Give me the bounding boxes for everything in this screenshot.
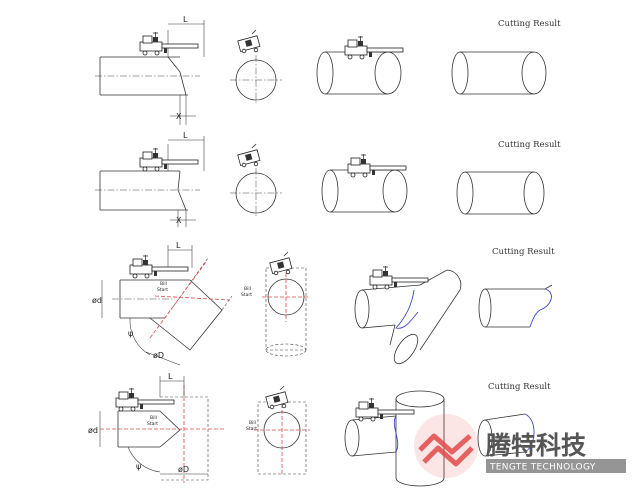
row-3-result-caption: Cutting Result (492, 247, 555, 257)
row-2: L X Cutting Result (95, 131, 561, 227)
row-1-offset-label: X (176, 112, 182, 121)
row-3-main-dia-label: øD (153, 351, 164, 360)
row-2-end-view (230, 143, 282, 218)
row-4-start-label-2: Start (147, 421, 158, 427)
company-name-en: TENGTE TECHNOLOGY (489, 463, 596, 473)
row-3-end-start-label-1: Bill (244, 286, 251, 292)
row-3-end-start-label-2: Start (241, 292, 252, 298)
row-3-side-view (101, 245, 233, 366)
row-3-start-label-2: Start (157, 287, 168, 293)
row-4-start-label-1: Bill (150, 415, 157, 421)
row-3-start-label-1: Bill (160, 281, 167, 287)
company-name-cn: 腾特科技 (486, 431, 586, 460)
row-4-angle-label: ψ (136, 462, 141, 471)
row-2-result-caption: Cutting Result (498, 140, 561, 150)
row-2-length-label: L (183, 131, 188, 140)
row-4-result-pipe (477, 413, 535, 457)
row-1-length-label: L (183, 15, 188, 24)
tengte-logo-icon (414, 414, 478, 478)
row-3-end-view (262, 251, 310, 357)
row-2-result-pipe (456, 171, 545, 215)
row-4-pipe-3d (344, 390, 445, 487)
row-3-length-label: L (176, 241, 181, 250)
row-2-side-view (95, 136, 205, 227)
row-4-main-dia-label: øD (178, 465, 189, 474)
row-1-pipe-3d (316, 35, 404, 95)
row-4: L ød ψ øD Bill Start Bill Start Cutting … (88, 372, 551, 487)
row-1-result-pipe (451, 51, 547, 95)
row-4-end-view (254, 385, 310, 476)
tengte-watermark: 腾特科技 TENGTE TECHNOLOGY (414, 414, 626, 478)
row-1-side-view (95, 20, 205, 125)
row-1-end-view (230, 29, 282, 105)
row-4-side-view (99, 376, 225, 483)
row-4-length-label: L (168, 372, 173, 381)
row-3: L ød ψ øD Bill Start Bill Start Cutting … (92, 241, 555, 366)
row-1: L X Cutting Result (95, 15, 561, 125)
row-4-end-start-label-2: Start (246, 426, 257, 432)
row-3-branch-dia-label: ød (92, 296, 102, 305)
row-2-pipe-3d (321, 153, 408, 213)
row-4-result-caption: Cutting Result (488, 382, 551, 392)
row-1-result-caption: Cutting Result (498, 19, 561, 29)
row-3-pipe-3d (354, 265, 462, 365)
row-3-angle-label: ψ (128, 329, 133, 338)
row-3-result-pipe (478, 284, 553, 328)
row-4-branch-dia-label: ød (88, 426, 98, 435)
company-name-en-bar (486, 459, 626, 473)
row-2-offset-label: X (176, 216, 182, 225)
row-4-end-start-label-1: Bill (249, 420, 256, 426)
